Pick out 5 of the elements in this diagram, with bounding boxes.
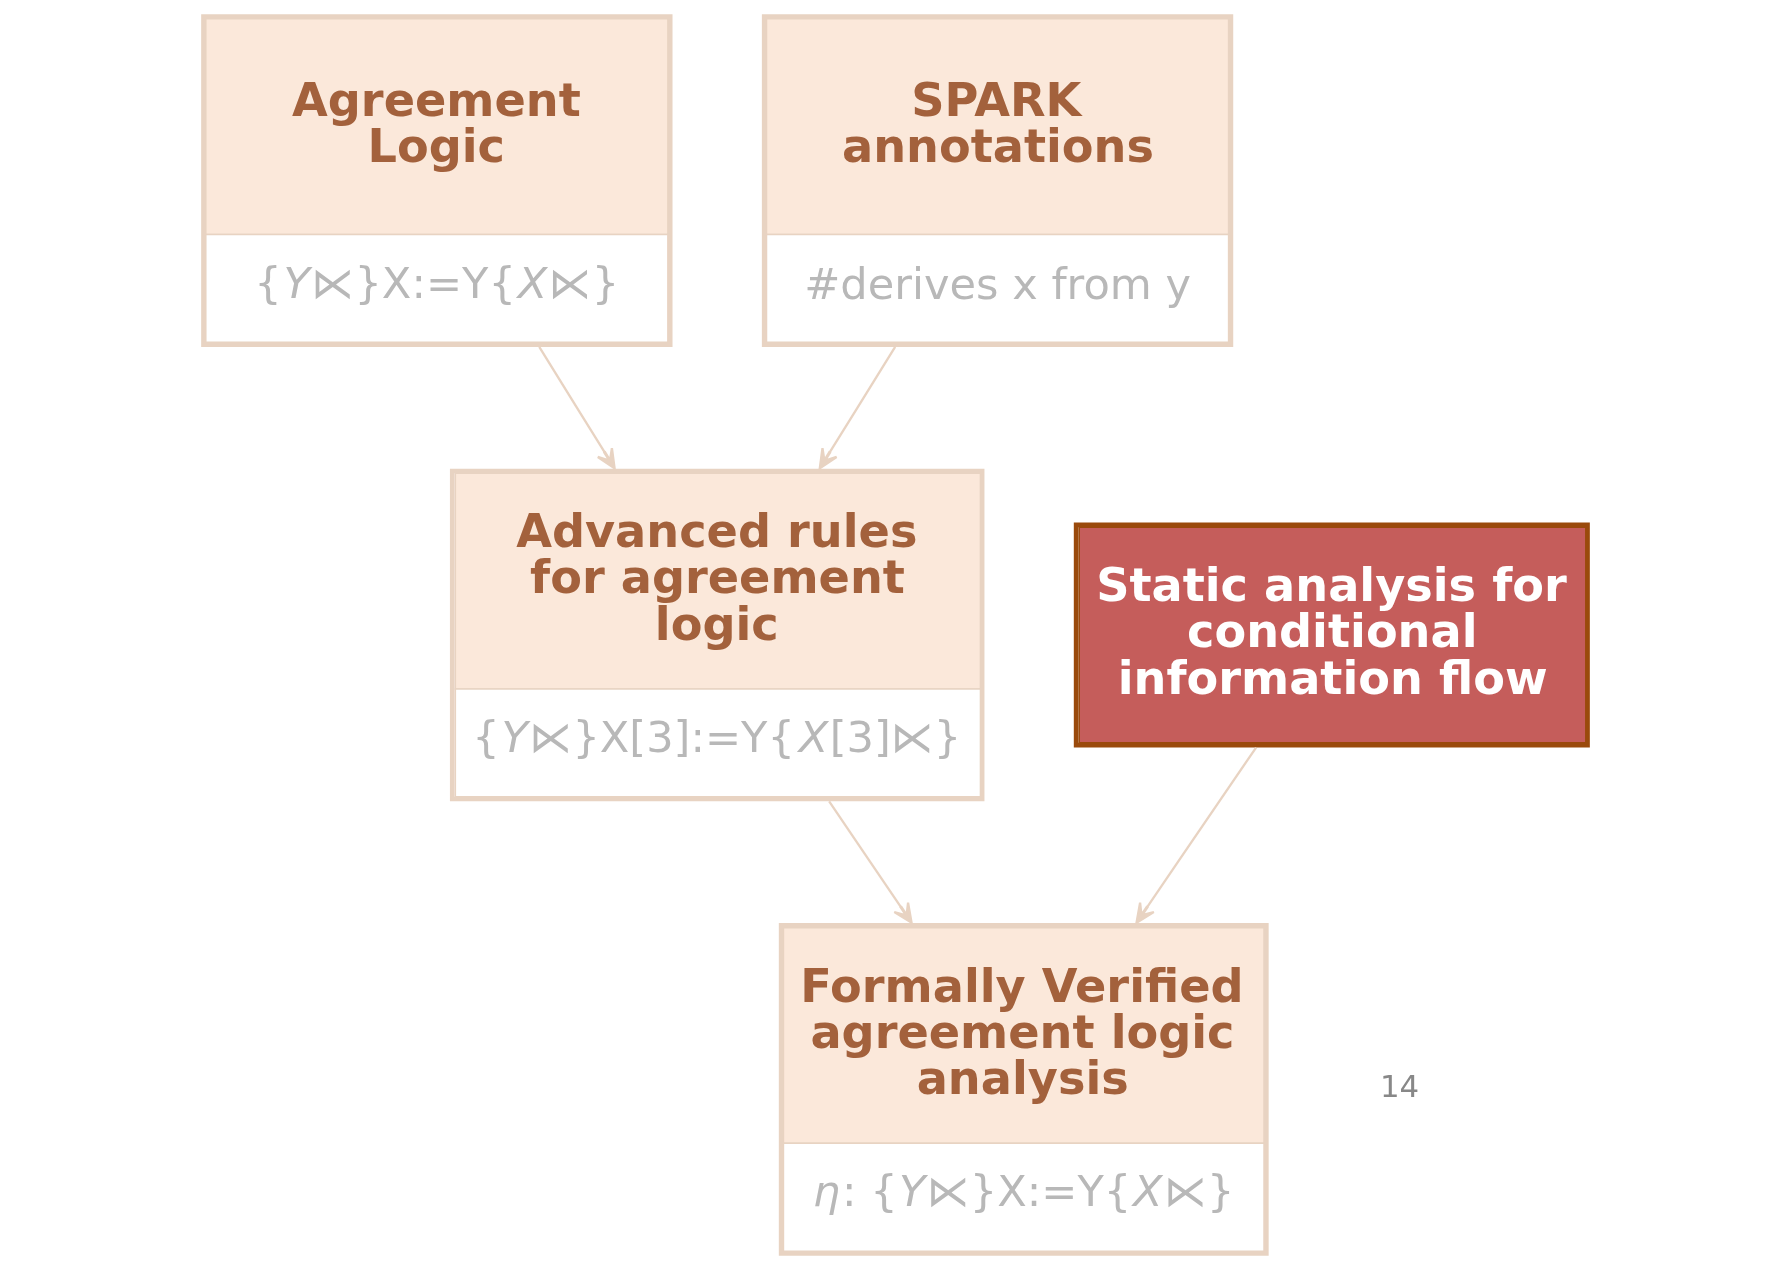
arrow xyxy=(818,346,897,470)
arrow xyxy=(828,800,913,924)
arrow xyxy=(538,346,616,470)
arrow xyxy=(1135,746,1257,924)
label: 14 xyxy=(1380,1068,1420,1105)
